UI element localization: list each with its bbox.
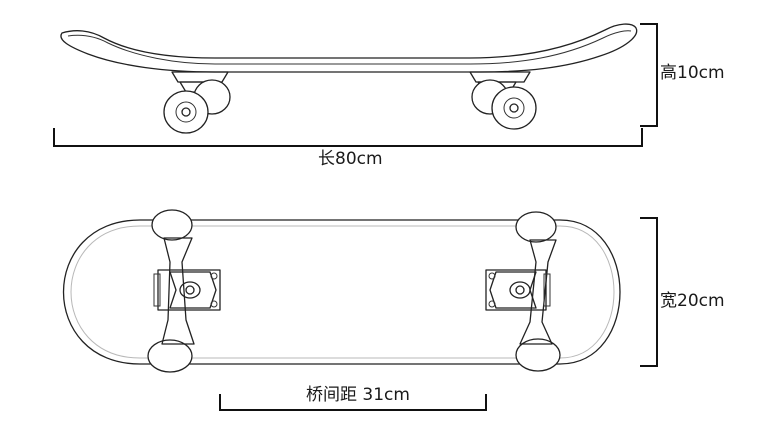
height-label: 高10cm <box>660 63 725 83</box>
top-truck-right <box>485 211 561 372</box>
side-truck-left <box>163 71 231 134</box>
side-wheel-left <box>163 90 209 134</box>
top-wheel-right-top <box>515 211 557 243</box>
length-dimension-line <box>53 128 643 147</box>
side-view <box>53 23 658 147</box>
top-wheel-right-bottom <box>515 338 561 372</box>
width-dimension-line <box>640 217 658 367</box>
wheelbase-dimension-line <box>219 394 487 411</box>
height-dimension-line <box>640 23 658 127</box>
top-view <box>63 209 658 411</box>
top-truck-left <box>147 209 221 373</box>
top-deck <box>63 219 621 365</box>
wheelbase-label: 桥间距 31cm <box>306 385 410 405</box>
side-wheel-right <box>491 86 537 130</box>
side-deck <box>60 23 638 73</box>
width-label: 宽20cm <box>660 291 725 311</box>
top-wheel-left-bottom <box>147 339 193 373</box>
length-label: 长80cm <box>318 149 383 169</box>
top-wheel-left-top <box>151 209 193 241</box>
side-truck-right <box>469 71 537 130</box>
